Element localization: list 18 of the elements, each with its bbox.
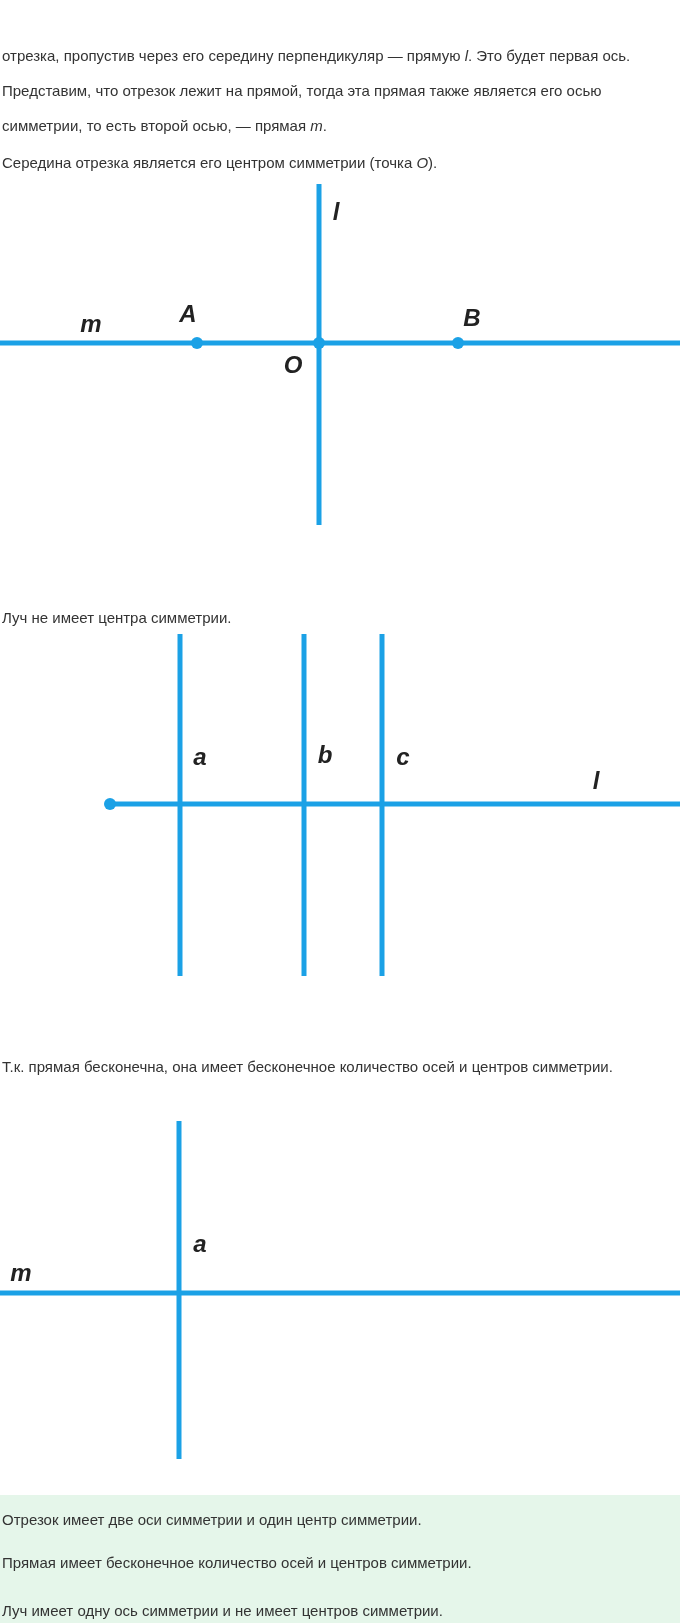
point-label: c (396, 745, 410, 769)
point-label: m (80, 312, 102, 336)
point-label: B (463, 306, 481, 330)
point-label: m (10, 1261, 32, 1285)
point-label: O (283, 353, 303, 377)
summary-sentence: Прямая имеет бесконечное количество осей и центров симметрии. (2, 1553, 473, 1573)
point-label: a (193, 745, 207, 769)
point-label: l (592, 769, 600, 793)
point-label: b (317, 743, 333, 767)
point-label: l (332, 200, 340, 224)
paragraph: Луч не имеет центра симметрии. (2, 608, 233, 628)
paragraph: Т.к. прямая бесконечна, она имеет бесконечное количество осей и центров симметрии. (2, 1057, 614, 1077)
summary-sentence: Отрезок имеет две оси симметрии и один центр симметрии. (2, 1510, 423, 1530)
paragraph: Середина отрезка является его центром симметрии (точка O). (2, 153, 439, 173)
point-label: a (193, 1232, 207, 1256)
summary-sentence: Луч имеет одну ось симметрии и не имеет центров симметрии. (2, 1601, 444, 1621)
paragraph: отрезка, пропустив через его середину перпендикуляр — прямую l. Это будет первая ось. Представим, что отрезок лежит на прямой, тогда эта прямая также является его осью симметрии, то есть второй осью, — прямая m. (2, 46, 632, 136)
point-label: A (179, 302, 197, 326)
